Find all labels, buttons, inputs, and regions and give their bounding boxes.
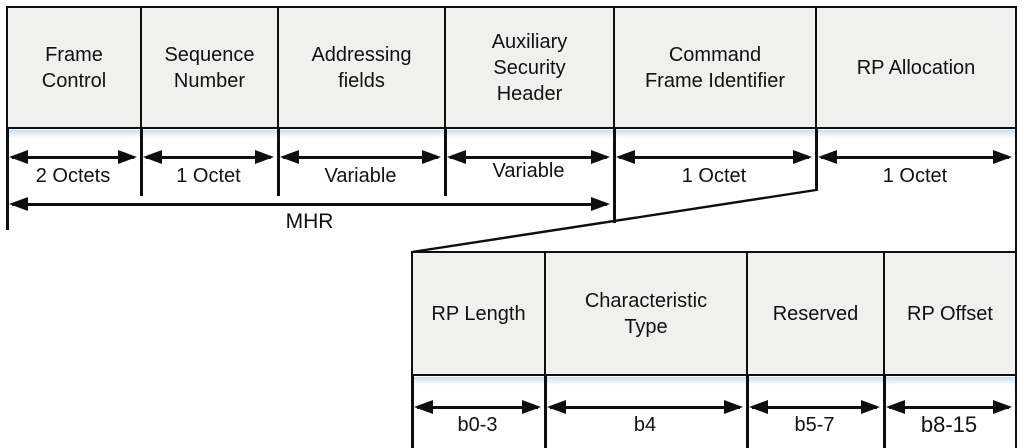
field-box-addressing-fields: Addressing fields bbox=[277, 6, 446, 129]
bit-label: b0-3 bbox=[457, 414, 498, 436]
field-box-rp-length: RP Length bbox=[411, 251, 546, 376]
size-label: 1 Octet bbox=[882, 165, 948, 187]
arrowhead-right-icon bbox=[522, 400, 541, 414]
field-box-characteristic-type: Characteristic Type bbox=[544, 251, 748, 376]
field-box-auxiliary-security-header: Auxiliary Security Header bbox=[444, 6, 615, 129]
separator-line bbox=[613, 129, 616, 223]
bit-label: b5-7 bbox=[794, 414, 835, 436]
field-label: Auxiliary Security Header bbox=[491, 30, 568, 105]
arrowhead-right-icon bbox=[422, 150, 441, 164]
separator-line bbox=[1014, 375, 1017, 448]
size-arrow bbox=[143, 149, 274, 165]
field-label: Addressing fields bbox=[311, 43, 412, 92]
field-label: Reserved bbox=[772, 302, 859, 325]
field-label: Sequence Number bbox=[164, 43, 255, 92]
bit-arrow bbox=[749, 399, 880, 415]
size-arrow bbox=[616, 149, 812, 165]
separator-line bbox=[1014, 129, 1017, 253]
size-label: 1 Octet bbox=[176, 165, 241, 187]
bit-arrow bbox=[414, 399, 541, 415]
bit-label: b4 bbox=[633, 414, 657, 436]
size-label: 1 Octet bbox=[681, 165, 747, 187]
field-box-rp-offset: RP Offset bbox=[883, 251, 1017, 376]
size-arrow bbox=[447, 149, 610, 165]
arrowhead-right-icon bbox=[724, 400, 743, 414]
separator-line bbox=[883, 375, 886, 448]
separator-line bbox=[411, 375, 414, 448]
field-label: RP Length bbox=[431, 302, 526, 325]
arrowhead-right-icon bbox=[993, 150, 1012, 164]
size-arrow bbox=[280, 149, 441, 165]
size-label: Variable bbox=[492, 160, 565, 182]
size-label: 2 Octets bbox=[35, 165, 111, 187]
arrowhead-right-icon bbox=[255, 150, 274, 164]
field-label: Characteristic Type bbox=[584, 289, 708, 338]
separator-line bbox=[746, 375, 749, 448]
bit-arrow bbox=[547, 399, 743, 415]
field-box-reserved: Reserved bbox=[746, 251, 885, 376]
field-label: RP Offset bbox=[907, 302, 993, 325]
mhr-label: MHR bbox=[285, 210, 334, 233]
size-arrow bbox=[9, 149, 137, 165]
field-label: RP Allocation bbox=[856, 56, 976, 79]
arrowhead-right-icon bbox=[793, 150, 812, 164]
separator-line bbox=[815, 129, 818, 191]
arrowhead-right-icon bbox=[591, 150, 610, 164]
size-arrow bbox=[818, 149, 1012, 165]
shadow-band-main bbox=[8, 130, 1015, 138]
field-box-command-frame-identifier: Command Frame Identifier bbox=[613, 6, 817, 129]
separator-line bbox=[6, 129, 9, 230]
separator-line bbox=[544, 375, 547, 448]
separator-line bbox=[277, 129, 280, 196]
arrowhead-right-icon bbox=[861, 400, 880, 414]
field-box-frame-control: Frame Control bbox=[6, 6, 142, 129]
field-box-sequence-number: Sequence Number bbox=[140, 6, 279, 129]
arrowhead-right-icon bbox=[118, 150, 137, 164]
separator-line bbox=[444, 129, 447, 196]
size-label: Variable bbox=[324, 165, 397, 187]
field-label: Command Frame Identifier bbox=[644, 43, 786, 92]
separator-line bbox=[140, 129, 143, 196]
bit-label: b8-15 bbox=[920, 412, 978, 437]
shadow-band-sub bbox=[413, 377, 1015, 385]
field-label: Frame Control bbox=[41, 43, 107, 92]
arrowhead-right-icon bbox=[993, 400, 1012, 414]
bit-arrow bbox=[886, 399, 1012, 415]
field-box-rp-allocation: RP Allocation bbox=[815, 6, 1017, 129]
